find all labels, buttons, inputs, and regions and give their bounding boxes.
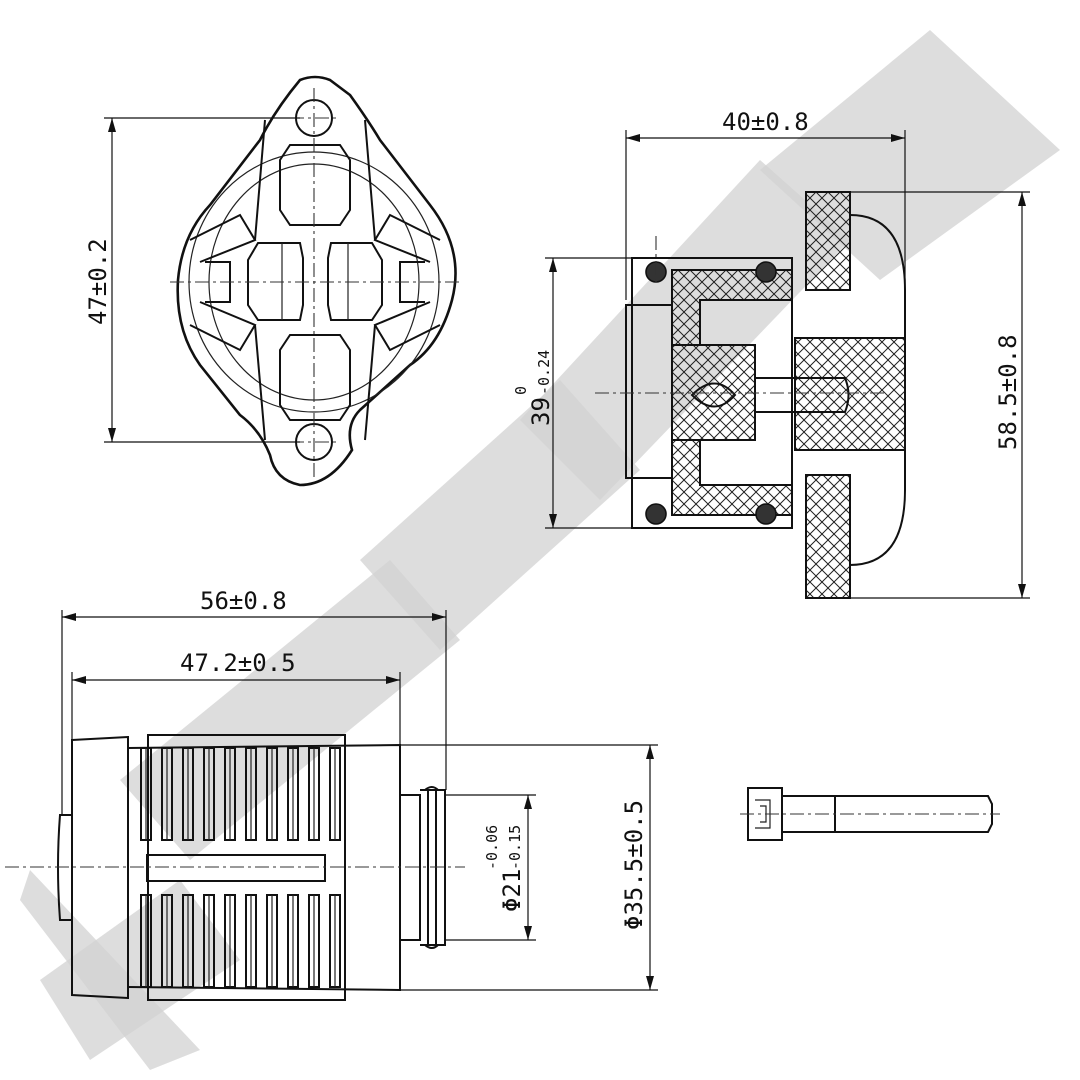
dim-56: 56±0.8	[200, 587, 287, 615]
dim-47-2: 47.2±0.5	[180, 649, 296, 677]
dim-21-tol-lower: -0.15	[506, 825, 524, 870]
slots-lower	[140, 894, 341, 988]
dim-21-tol-upper: -0.06	[483, 825, 501, 870]
dim-58-5: 58.5±0.8	[994, 334, 1022, 450]
section-view: 40±0.8 58.5±0.8 39 0 -0.24	[512, 108, 1030, 599]
dim-39-tol-lower: -0.24	[535, 350, 553, 395]
top-view: 47±0.2	[84, 75, 460, 487]
bolt-view	[740, 787, 1000, 841]
dim-35-5: Φ35.5±0.5	[620, 800, 648, 930]
slots-upper	[140, 747, 341, 841]
dim-47: 47±0.2	[84, 238, 112, 325]
dim-39-tol-upper: 0	[512, 386, 530, 395]
dim-39: 39	[527, 397, 555, 426]
dim-21: Φ21	[498, 869, 526, 912]
watermark	[20, 30, 1060, 1070]
side-view: 56±0.8 47.2±0.5 Φ35.5±0.5 Φ21 -0.06 -0.1…	[5, 587, 658, 1001]
dim-40: 40±0.8	[722, 108, 809, 136]
